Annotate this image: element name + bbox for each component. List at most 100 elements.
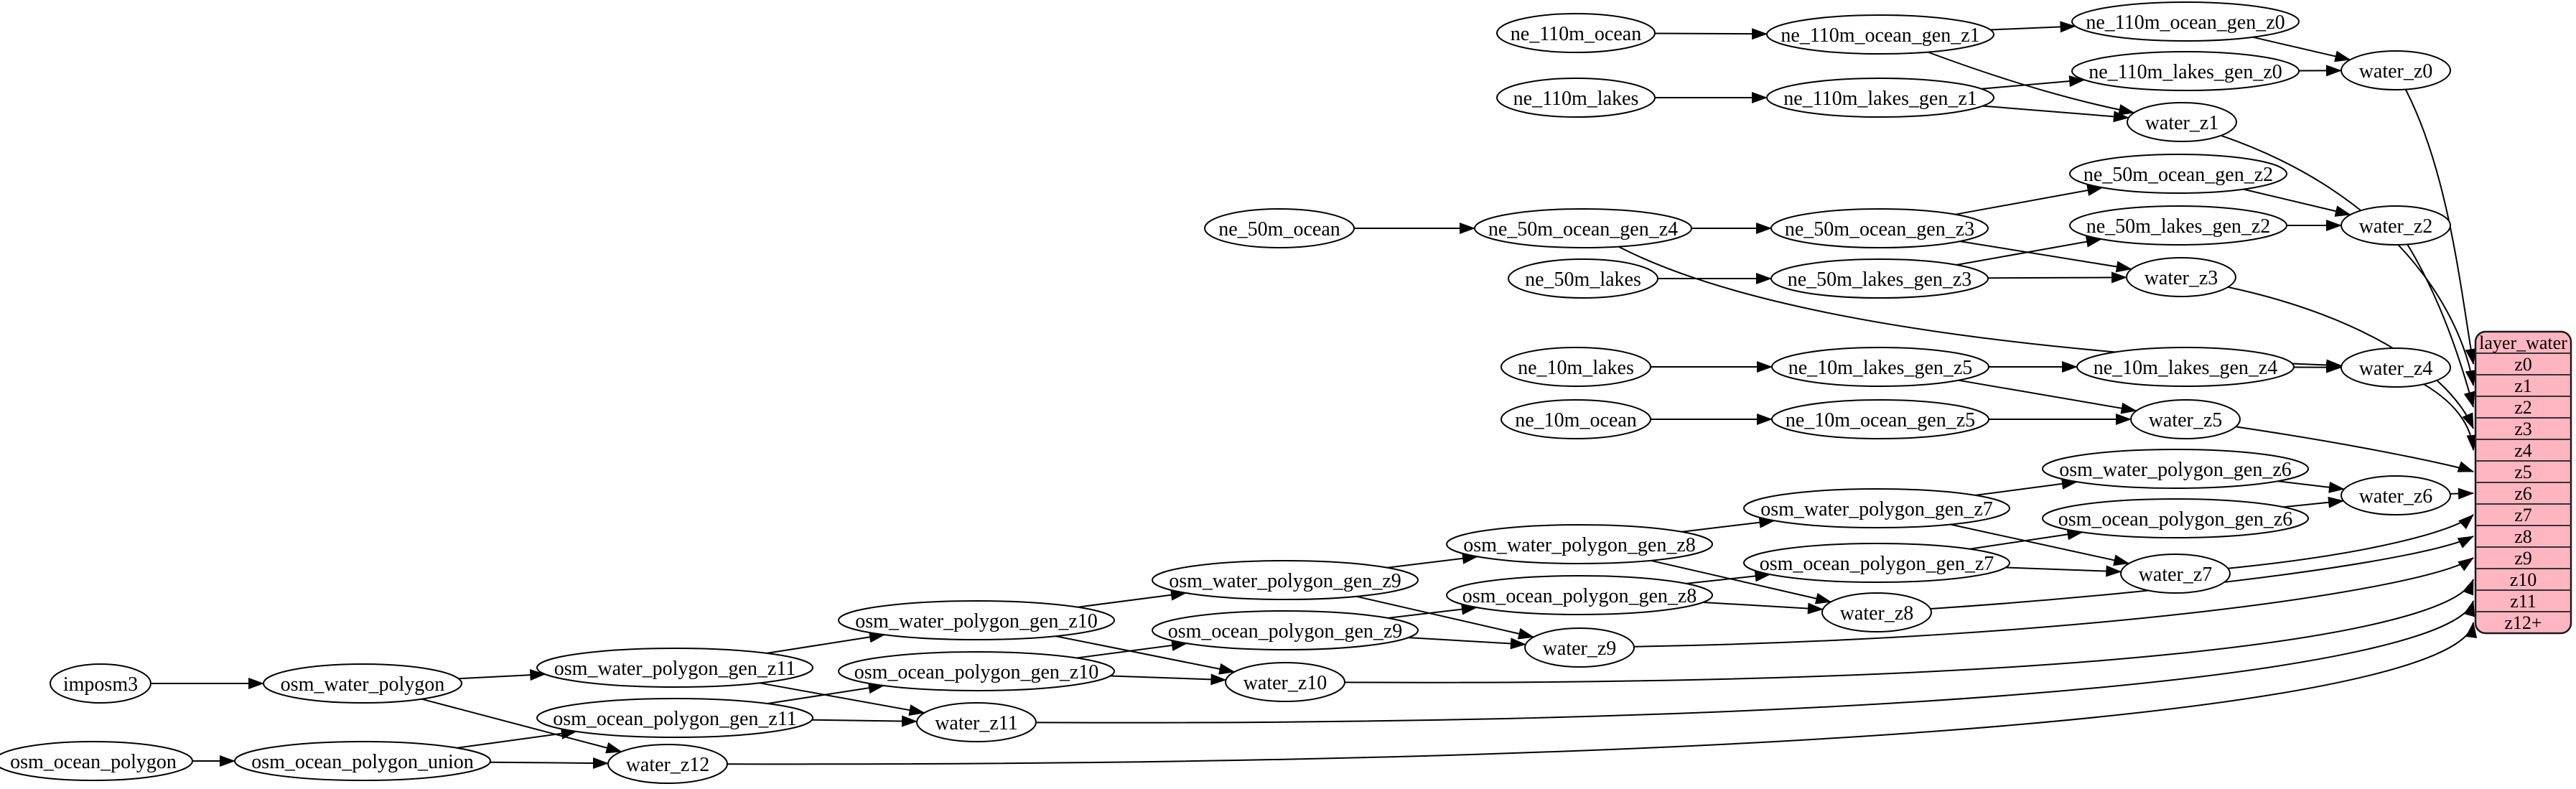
node-ellipse-water_z4	[2341, 347, 2451, 388]
node-ellipse-osm_ocean_polygon_union	[234, 741, 491, 781]
edge-water_z10-to-row-z10	[1344, 579, 2474, 683]
node-label-water_z11: water_z11	[935, 712, 1018, 734]
node-label-osm_ocean_polygon_gen_z10: osm_ocean_polygon_gen_z10	[854, 661, 1099, 683]
node-ellipse-water_z6	[2341, 475, 2451, 515]
node-label-osm_water_polygon_gen_z10: osm_water_polygon_gen_z10	[855, 610, 1098, 632]
node-label-osm_water_polygon_gen_z9: osm_water_polygon_gen_z9	[1169, 570, 1401, 592]
edge-osm_ocean_polygon_gen_z9-to-water_z9	[1408, 637, 1526, 650]
edge-osm_water_polygon_gen_z6-to-water_z6	[2277, 480, 2345, 493]
node-ellipse-osm_ocean_polygon_gen_z10	[838, 651, 1115, 691]
layer-water-table: layer_waterz0z1z2z3z4z5z6z7z8z9z10z11z12…	[2474, 330, 2572, 635]
node-ne_50m_lakes_gen_z3: ne_50m_lakes_gen_z3	[1770, 258, 1989, 299]
node-label-water_z6: water_z6	[2359, 485, 2433, 508]
node-osm_ocean_polygon: osm_ocean_polygon	[0, 741, 193, 781]
node-ne_110m_lakes_gen_z1: ne_110m_lakes_gen_z1	[1766, 78, 1994, 118]
node-ne_10m_lakes: ne_10m_lakes	[1501, 347, 1651, 387]
edge-osm_ocean_polygon_union-to-water_z12	[490, 757, 609, 770]
node-label-water_z10: water_z10	[1243, 672, 1327, 694]
node-ne_50m_ocean: ne_50m_ocean	[1204, 208, 1355, 248]
node-ellipse-osm_ocean_polygon_gen_z8	[1446, 575, 1713, 615]
node-osm_ocean_polygon_gen_z6: osm_ocean_polygon_gen_z6	[2042, 498, 2309, 538]
edge-osm_water_polygon-to-water_z12	[421, 698, 622, 754]
node-osm_water_polygon_gen_z6: osm_water_polygon_gen_z6	[2042, 449, 2309, 489]
edge-water_z6-to-row-z6	[2450, 487, 2474, 500]
edge-ne_110m_ocean_gen_z1-to-ne_110m_ocean_gen_z0	[1990, 21, 2076, 33]
edge-ne_10m_lakes_gen_z5-to-water_z5	[1958, 379, 2137, 414]
node-ellipse-osm_ocean_polygon_gen_z6	[2042, 498, 2309, 538]
node-water_z6: water_z6	[2341, 475, 2451, 515]
node-label-ne_110m_ocean: ne_110m_ocean	[1511, 23, 1641, 45]
edge-ne_50m_lakes_gen_z3-to-water_z3	[1987, 271, 2127, 284]
edge-osm_water_polygon_gen_z10-to-water_z10	[1055, 635, 1236, 675]
node-label-water_z1: water_z1	[2145, 112, 2219, 134]
node-ellipse-imposm3	[50, 663, 151, 704]
node-ellipse-ne_50m_lakes_gen_z3	[1770, 258, 1989, 299]
edge-water_z9-to-row-z9	[1633, 557, 2474, 648]
node-label-water_z9: water_z9	[1543, 638, 1617, 660]
node-imposm3: imposm3	[50, 663, 151, 704]
node-water_z8: water_z8	[1821, 592, 1932, 632]
edge-osm_ocean_polygon_gen_z7-to-water_z7	[2005, 565, 2122, 577]
edge-osm_ocean_polygon_gen_z10-to-water_z10	[1110, 673, 1227, 686]
node-water_z5: water_z5	[2130, 399, 2241, 439]
node-ellipse-ne_10m_ocean	[1501, 399, 1651, 439]
node-ellipse-water_z10	[1225, 662, 1345, 702]
edge-ne_50m_ocean_gen_z2-to-water_z2	[2243, 188, 2351, 217]
node-ne_110m_ocean_gen_z1: ne_110m_ocean_gen_z1	[1766, 14, 1994, 55]
node-label-water_z3: water_z3	[2145, 267, 2218, 289]
node-label-water_z12: water_z12	[626, 754, 710, 776]
node-ne_50m_ocean_gen_z4: ne_50m_ocean_gen_z4	[1474, 208, 1692, 248]
table-row-z12+: z12+	[2504, 612, 2542, 633]
node-ellipse-osm_ocean_polygon_gen_z11	[536, 698, 813, 738]
node-ellipse-ne_110m_lakes_gen_z0	[2071, 51, 2300, 91]
node-ellipse-osm_water_polygon_gen_z8	[1446, 524, 1713, 564]
node-ellipse-ne_110m_ocean_gen_z0	[2071, 1, 2300, 42]
node-label-osm_ocean_polygon_union: osm_ocean_polygon_union	[251, 751, 474, 773]
node-ellipse-osm_ocean_polygon_gen_z9	[1152, 610, 1419, 650]
node-ellipse-water_z5	[2130, 399, 2241, 439]
node-label-ne_110m_ocean_gen_z0: ne_110m_ocean_gen_z0	[2086, 11, 2285, 34]
node-ellipse-ne_50m_ocean	[1204, 208, 1355, 248]
node-water_z0: water_z0	[2341, 50, 2451, 90]
node-ne_50m_lakes_gen_z2: ne_50m_lakes_gen_z2	[2069, 205, 2287, 246]
edge-osm_ocean_polygon_gen_z8-to-water_z8	[1702, 602, 1824, 615]
edge-ne_110m_lakes_gen_z1-to-water_z1	[1982, 105, 2129, 123]
edge-osm_water_polygon_gen_z8-to-water_z8	[1651, 559, 1832, 604]
node-water_z4: water_z4	[2341, 347, 2451, 388]
node-osm_water_polygon_gen_z10: osm_water_polygon_gen_z10	[838, 600, 1115, 640]
node-ne_110m_ocean: ne_110m_ocean	[1496, 13, 1656, 53]
node-ellipse-ne_10m_lakes_gen_z4	[2076, 347, 2295, 387]
node-osm_water_polygon_gen_z11: osm_water_polygon_gen_z11	[536, 648, 813, 688]
edge-osm_ocean_polygon_gen_z10-to-osm_ocean_polygon_gen_z9	[1076, 640, 1188, 659]
node-label-water_z2: water_z2	[2359, 215, 2433, 238]
table-row-z4: z4	[2514, 440, 2532, 461]
node-water_z7: water_z7	[2120, 554, 2231, 594]
node-osm_water_polygon: osm_water_polygon	[263, 663, 462, 704]
node-ellipse-osm_water_polygon_gen_z7	[1743, 488, 2010, 528]
node-label-water_z8: water_z8	[1840, 602, 1914, 625]
node-ne_50m_ocean_gen_z2: ne_50m_ocean_gen_z2	[2069, 154, 2287, 194]
node-ellipse-ne_50m_ocean_gen_z2	[2069, 154, 2287, 194]
node-label-water_z0: water_z0	[2359, 60, 2433, 83]
node-label-osm_water_polygon: osm_water_polygon	[281, 673, 445, 696]
node-ellipse-ne_110m_lakes	[1496, 78, 1656, 118]
edge-osm_water_polygon_gen_z7-to-water_z7	[1950, 523, 2130, 566]
node-ellipse-osm_ocean_polygon_gen_z7	[1743, 543, 2010, 583]
node-ellipse-water_z9	[1524, 627, 1635, 668]
node-water_z12: water_z12	[607, 744, 728, 784]
node-ne_50m_ocean_gen_z3: ne_50m_ocean_gen_z3	[1770, 208, 1989, 248]
node-ellipse-water_z0	[2341, 50, 2451, 90]
node-label-ne_10m_lakes: ne_10m_lakes	[1518, 357, 1634, 379]
table-row-z10: z10	[2510, 569, 2537, 590]
node-label-ne_50m_lakes: ne_50m_lakes	[1525, 269, 1641, 291]
edge-water_z8-to-row-z8	[1930, 536, 2474, 610]
node-osm_ocean_polygon_union: osm_ocean_polygon_union	[234, 741, 491, 781]
node-label-osm_ocean_polygon_gen_z8: osm_ocean_polygon_gen_z8	[1462, 585, 1697, 607]
edge-osm_water_polygon_gen_z9-to-osm_water_polygon_gen_z8	[1386, 552, 1478, 569]
table-row-z3: z3	[2514, 419, 2532, 439]
edge-ne_50m_ocean_gen_z3-to-ne_50m_ocean_gen_z2	[1955, 185, 2104, 215]
node-label-ne_50m_lakes_gen_z2: ne_50m_lakes_gen_z2	[2086, 215, 2271, 238]
edge-layer	[151, 21, 2478, 770]
edge-osm_ocean_polygon_gen_z8-to-osm_ocean_polygon_gen_z7	[1686, 570, 1771, 584]
edge-osm_water_polygon_gen_z8-to-osm_water_polygon_gen_z7	[1681, 516, 1775, 533]
